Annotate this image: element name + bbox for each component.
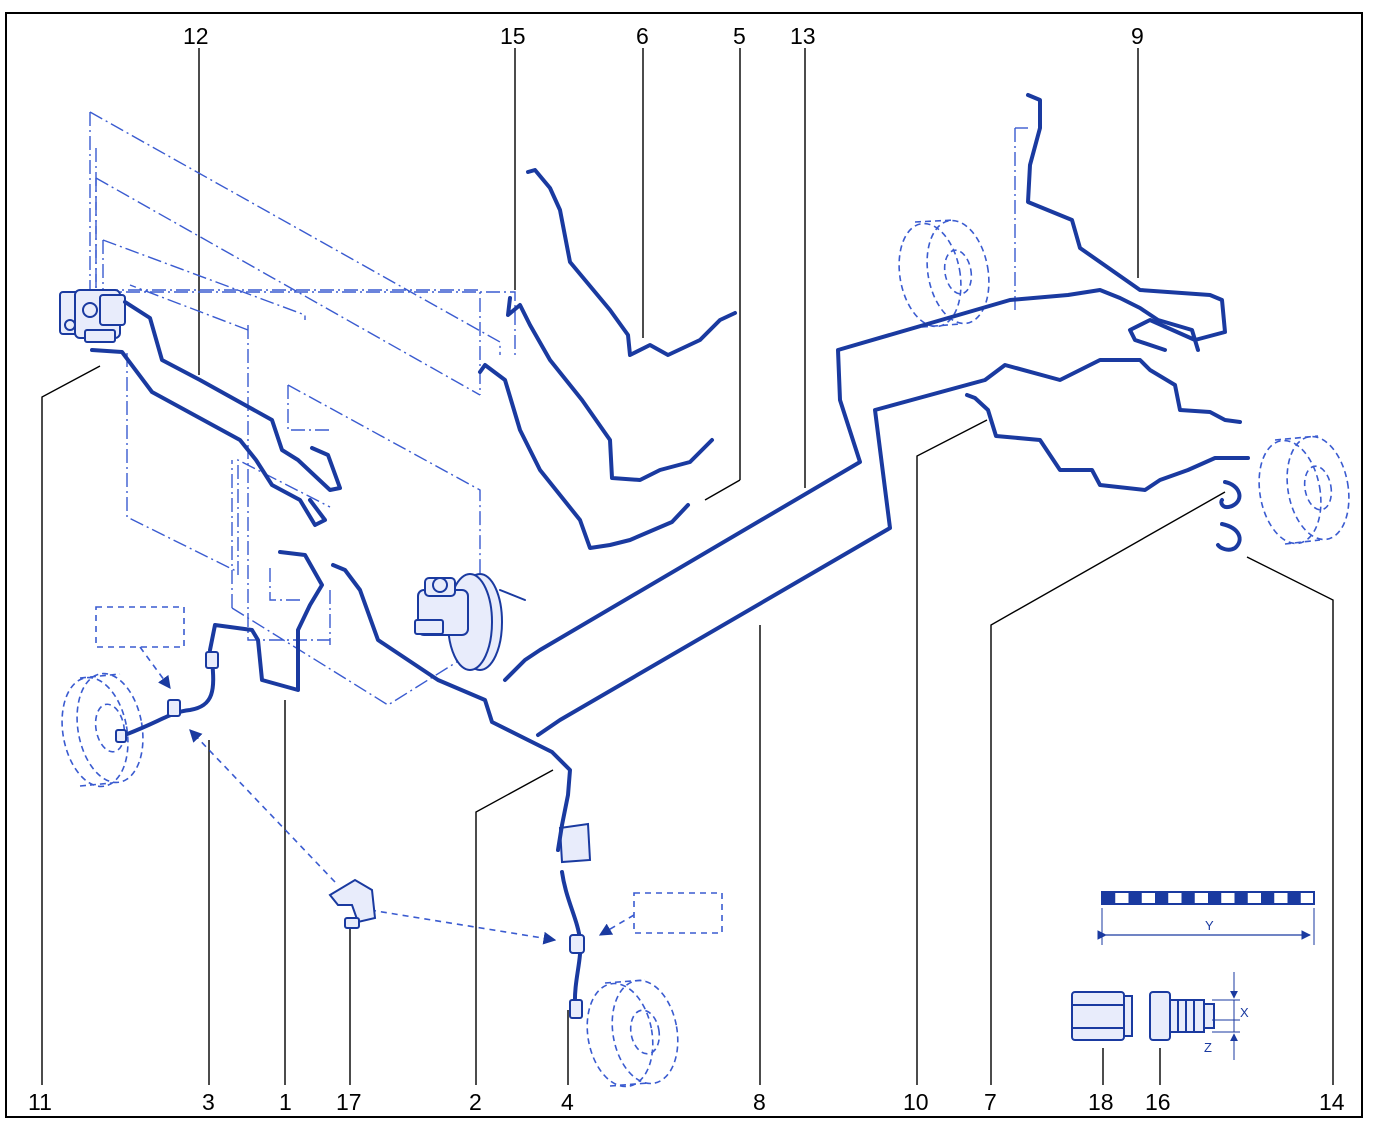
wheel-front-left [61, 672, 144, 788]
dimension-x-label: X [1240, 1005, 1249, 1020]
callout-10: 10 [903, 1089, 929, 1115]
union-16: X Z [1149, 972, 1249, 1060]
callout-18: 18 [1088, 1089, 1114, 1115]
callout-11: 11 [28, 1089, 52, 1115]
brake-pipes [90, 93, 1250, 852]
wheels [61, 219, 1350, 1088]
ruler-segment [1102, 892, 1116, 904]
ruler-segment [1261, 892, 1275, 904]
dimension-z-label: Z [1204, 1040, 1212, 1055]
pipe-length-legend: Y [1097, 891, 1315, 945]
callout-17: 17 [336, 1089, 362, 1115]
nut-18 [1071, 991, 1133, 1041]
brake-servo [414, 573, 526, 671]
callout-13: 13 [790, 23, 816, 49]
fittings-legend: X Z [1071, 972, 1249, 1060]
wheel-front-right [586, 979, 679, 1088]
callout-7: 7 [984, 1089, 997, 1115]
callout-9: 9 [1131, 23, 1144, 49]
callout-4: 4 [561, 1089, 574, 1115]
hose-front-left [115, 651, 219, 743]
leader-lines [41, 48, 1334, 1085]
abs-unit [59, 289, 126, 343]
diagram-frame [5, 12, 1363, 1118]
callout-14: 14 [1319, 1089, 1345, 1115]
callout-8: 8 [753, 1089, 766, 1115]
reference-boxes [95, 606, 723, 945]
wheel-rear-left [898, 219, 990, 328]
ruler-segment [1208, 892, 1222, 904]
ruler-segment [1234, 892, 1248, 904]
assembly-lines [89, 111, 1028, 706]
callout-1: 1 [279, 1089, 292, 1115]
callout-numbers: 12 15 6 5 13 9 11 3 1 17 2 4 8 10 7 18 1… [28, 23, 1345, 1115]
callout-12: 12 [183, 23, 209, 49]
bracket-17 [328, 878, 377, 929]
callout-16: 16 [1145, 1089, 1171, 1115]
ruler-segment [1155, 892, 1169, 904]
wheel-rear-right [1258, 435, 1350, 545]
hose-front-right [558, 822, 592, 1019]
dimension-y-label: Y [1205, 918, 1214, 933]
ruler-segment [1287, 892, 1301, 904]
ruler-segment [1128, 892, 1142, 904]
callout-15: 15 [500, 23, 526, 49]
callout-2: 2 [469, 1089, 482, 1115]
ruler-segment [1181, 892, 1195, 904]
callout-6: 6 [636, 23, 649, 49]
callout-3: 3 [202, 1089, 215, 1115]
callout-5: 5 [733, 23, 746, 49]
